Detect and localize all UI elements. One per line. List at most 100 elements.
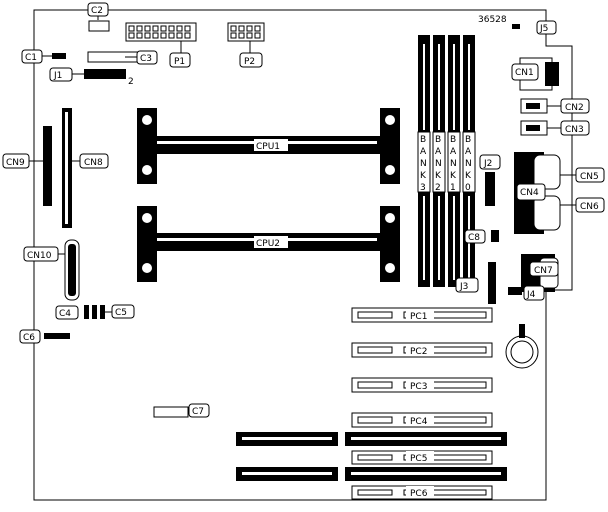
- bank0-label: B A N K 0: [465, 135, 472, 193]
- cn6-tag: [575, 197, 605, 213]
- cn10-label: CN10: [27, 251, 52, 261]
- cn1-label: CN1: [515, 68, 534, 78]
- j3-tag: [455, 277, 479, 293]
- j1-pin-label: 2: [128, 77, 134, 87]
- cn1-body: [545, 62, 559, 86]
- svg-text:1: 1: [450, 183, 456, 193]
- cpu1-label: CPU1: [256, 142, 280, 152]
- isa-slot-1: [236, 432, 507, 446]
- j4-tag: [523, 285, 545, 301]
- cn8-label: CN8: [84, 158, 103, 168]
- j1-label: J1: [53, 71, 62, 81]
- c5-tag: [111, 304, 135, 319]
- c4-tag: [55, 305, 79, 320]
- pc2-label: PC2: [410, 347, 427, 357]
- c2-label: C2: [91, 6, 103, 16]
- c5-label: C5: [115, 308, 127, 318]
- cn5-tag: [575, 167, 605, 183]
- c1-header: [52, 53, 66, 59]
- p2-pins: [230, 25, 261, 39]
- cpu2-slot: [137, 206, 400, 282]
- j1-header: [84, 69, 126, 79]
- p1-tag: [169, 52, 191, 68]
- c8-tag: [464, 229, 486, 244]
- svg-text:A: A: [435, 147, 442, 157]
- cn3-tag: [560, 120, 590, 136]
- c3-tag: [136, 50, 158, 65]
- cn2-tag: [560, 98, 590, 114]
- svg-text:3: 3: [420, 183, 426, 193]
- j5-connector: [512, 24, 520, 29]
- cn4-label: CN4: [520, 188, 539, 198]
- svg-text:K: K: [450, 171, 457, 181]
- svg-text:N: N: [420, 159, 427, 169]
- c2-header: [88, 20, 110, 32]
- svg-text:N: N: [435, 159, 442, 169]
- c6-header: [44, 333, 70, 339]
- p2-tag: [239, 52, 263, 68]
- cn9-header: [43, 126, 52, 206]
- cn6-label: CN6: [580, 202, 599, 212]
- c6-label: C6: [23, 333, 35, 343]
- svg-text:N: N: [465, 159, 472, 169]
- svg-text:K: K: [420, 171, 427, 181]
- svg-text:A: A: [450, 147, 457, 157]
- c8-label: C8: [468, 233, 480, 243]
- pc3-label: PC3: [410, 382, 427, 392]
- cn9-label: CN9: [6, 158, 25, 168]
- isa-slot-2: [236, 467, 507, 481]
- p1-label: P1: [174, 57, 185, 67]
- svg-text:B: B: [420, 135, 426, 145]
- c4-header: [84, 305, 89, 319]
- c4-label: C4: [59, 309, 71, 319]
- cn7-tag: [529, 261, 559, 277]
- c6-tag: [19, 329, 41, 344]
- cn5-port: [533, 154, 561, 190]
- board-id: 36528: [478, 15, 507, 25]
- c7-label: C7: [192, 407, 204, 417]
- svg-text:A: A: [465, 147, 472, 157]
- pc1-label: PC1: [410, 312, 427, 322]
- cpu1-slot: [137, 108, 400, 184]
- svg-text:B: B: [465, 135, 471, 145]
- cn7-label: CN7: [534, 266, 553, 276]
- svg-text:0: 0: [465, 183, 471, 193]
- pc4-label: PC4: [410, 417, 428, 427]
- bank3-label: B A N K 3: [420, 135, 427, 193]
- svg-text:K: K: [435, 171, 442, 181]
- svg-text:K: K: [465, 171, 472, 181]
- cn6-port: [533, 195, 561, 231]
- svg-text:B: B: [450, 135, 456, 145]
- j2-header: [485, 172, 495, 206]
- c7-tag: [188, 403, 210, 418]
- svg-text:B: B: [435, 135, 441, 145]
- j5-label: J5: [539, 24, 548, 34]
- j4-header: [508, 287, 522, 295]
- svg-text:A: A: [420, 147, 427, 157]
- pc5-label: PC5: [410, 454, 427, 464]
- cn1-tag: [511, 63, 539, 81]
- j4-label: J4: [526, 290, 536, 300]
- svg-text:N: N: [450, 159, 457, 169]
- cn3-label: CN3: [565, 125, 584, 135]
- dimm-banks: [417, 35, 476, 287]
- p1-pins: [128, 25, 191, 39]
- bank1-label: B A N K 1: [450, 135, 457, 193]
- j2-tag: [479, 154, 501, 170]
- svg-text:2: 2: [435, 183, 441, 193]
- bank2-label: B A N K 2: [435, 135, 442, 193]
- j5-tag: [536, 20, 557, 35]
- c1-label: C1: [25, 53, 37, 63]
- c3-label: C3: [140, 54, 152, 64]
- j3-header: [488, 262, 496, 304]
- pc6-label: PC6: [410, 489, 428, 499]
- cn5-label: CN5: [580, 172, 599, 182]
- j2-label: J2: [483, 159, 492, 169]
- c7-header: [153, 406, 189, 418]
- j3-label: J3: [459, 282, 468, 292]
- p2-label: P2: [244, 57, 255, 67]
- c8-header: [491, 230, 499, 242]
- c5-header: [92, 305, 97, 319]
- cn4-tag: [516, 183, 546, 201]
